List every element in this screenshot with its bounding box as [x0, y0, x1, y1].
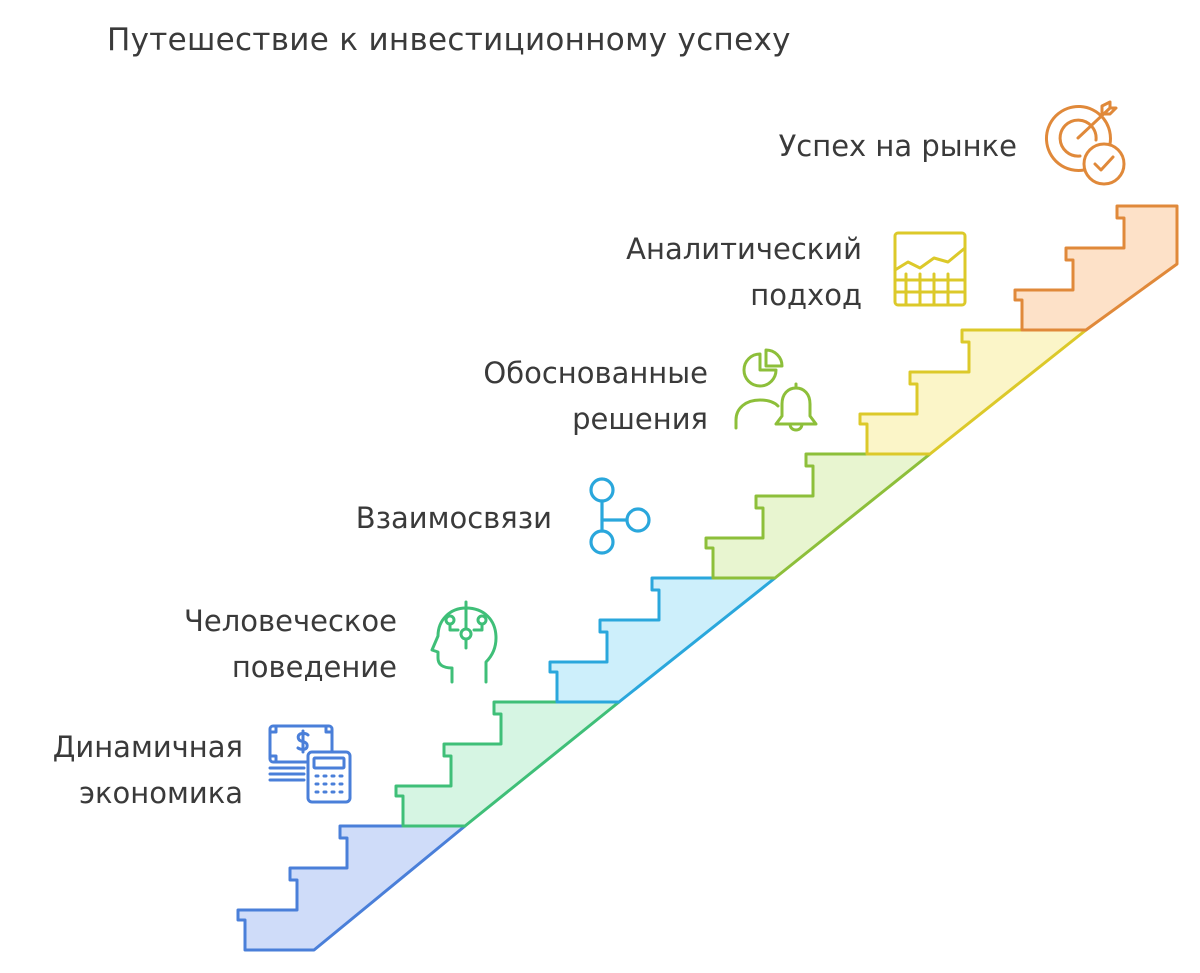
step-label-2-line1: Человеческое [184, 604, 397, 638]
stair-segment-4 [704, 452, 932, 580]
head-circuit-icon [430, 600, 498, 684]
step-label-5: Аналитический подход [626, 226, 862, 318]
step-label-1: Динамичная экономика [53, 724, 243, 816]
step-label-5-line2: подход [750, 278, 862, 312]
step-label-4-line2: решения [572, 402, 708, 436]
person-chart-bell-icon [734, 348, 818, 432]
stair-segment-2 [394, 700, 621, 828]
step-label-3-line1: Взаимосвязи [355, 501, 552, 535]
stair-segment-3 [548, 576, 777, 704]
step-label-1-line1: Динамичная [52, 730, 243, 764]
target-check-icon [1044, 100, 1126, 186]
step-label-4: Обоснованные решения [483, 350, 708, 442]
step-label-6: Успех на рынке [779, 123, 1017, 169]
step-label-1-line2: экономика [79, 776, 243, 810]
stair-segment-1 [236, 824, 467, 952]
stair-segment-6 [1013, 204, 1179, 332]
step-label-2: Человеческое поведение [184, 598, 397, 690]
stair-segment-5 [858, 328, 1088, 456]
step-label-2-line2: поведение [231, 650, 397, 684]
step-label-4-line1: Обоснованные [483, 356, 708, 390]
step-label-6-line1: Успех на рынке [778, 129, 1017, 163]
step-label-3: Взаимосвязи [356, 495, 552, 541]
money-calculator-icon [268, 724, 352, 804]
growth-chart-icon [893, 231, 967, 307]
step-label-5-line1: Аналитический [626, 232, 862, 266]
connected-nodes-icon [589, 477, 651, 555]
diagram-title: Путешествие к инвестиционному успеху [107, 22, 791, 58]
